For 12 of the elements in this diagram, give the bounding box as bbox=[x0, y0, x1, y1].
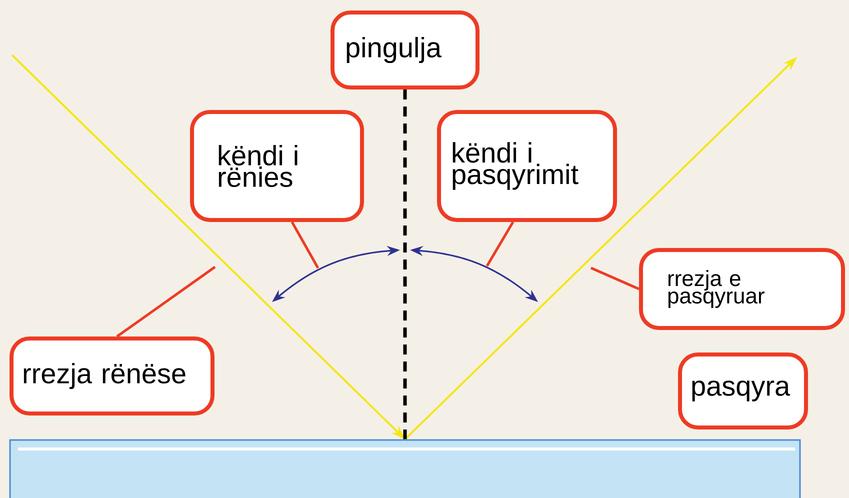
leader-line bbox=[486, 221, 514, 267]
leader-line bbox=[290, 221, 320, 269]
label-box: rrezja e pasqyruar bbox=[639, 248, 845, 330]
leader-line bbox=[590, 266, 640, 290]
label-box: pasqyra bbox=[678, 352, 808, 430]
mirror bbox=[9, 439, 801, 498]
normal-line bbox=[403, 90, 407, 440]
label-box: këndi i rënies bbox=[190, 110, 364, 222]
label-box: këndi i pasqyrimit bbox=[437, 110, 617, 222]
label-box: pingulja bbox=[330, 10, 480, 90]
label-box: rrezja rënëse bbox=[10, 336, 214, 416]
leader-line bbox=[116, 266, 216, 338]
